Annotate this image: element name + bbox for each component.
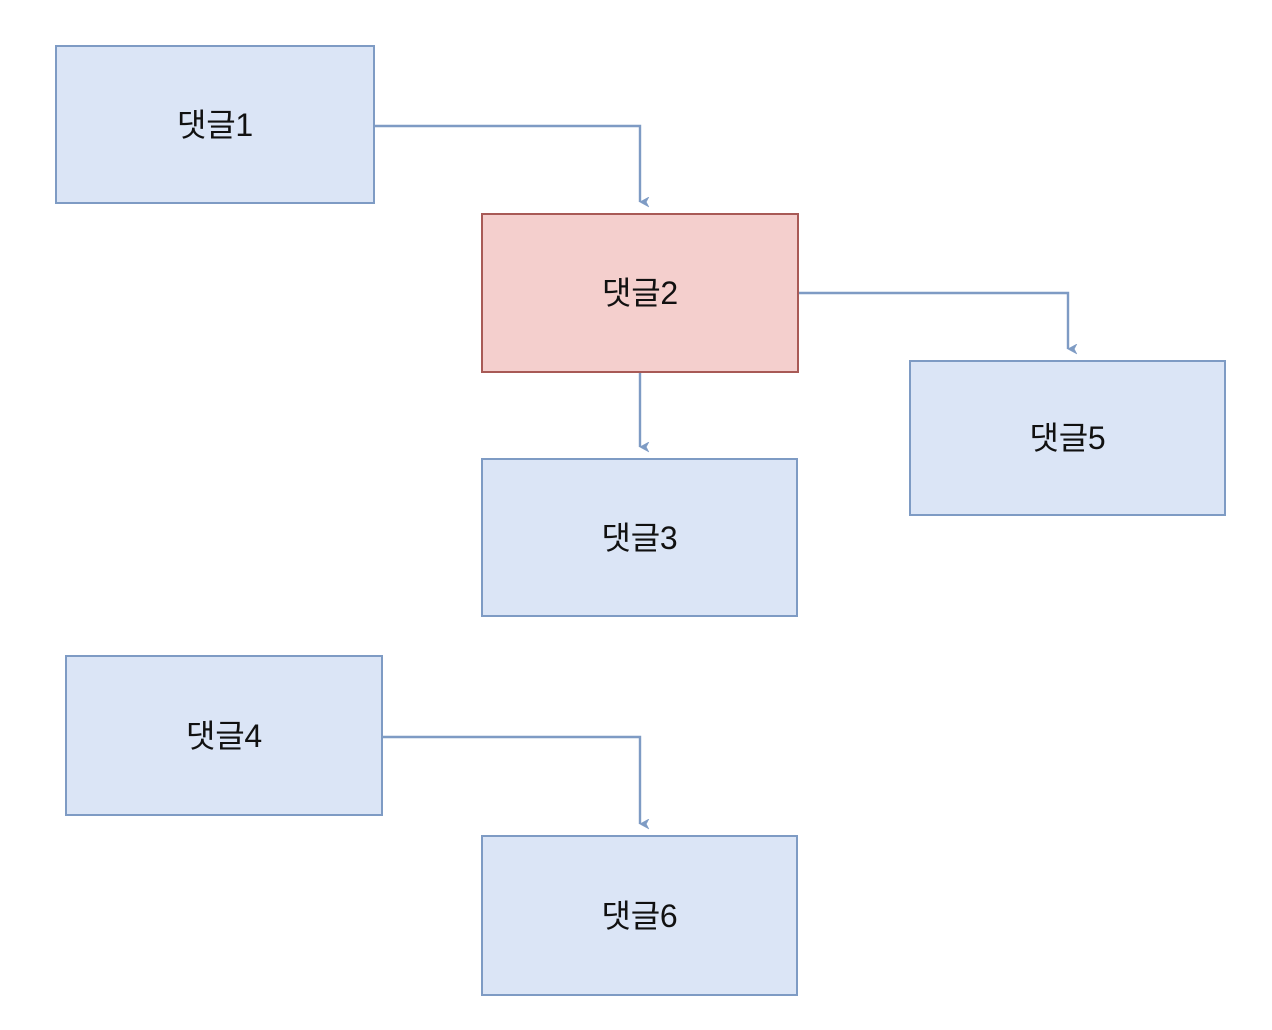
node-comment6[interactable]: 댓글6 — [481, 835, 798, 996]
node-comment2-label: 댓글2 — [601, 275, 679, 311]
node-comment2-highlighted[interactable]: 댓글2 — [481, 213, 799, 373]
edge-comment2-to-comment5 — [799, 291, 1078, 355]
node-comment5-label: 댓글5 — [1029, 420, 1106, 456]
node-comment5[interactable]: 댓글5 — [909, 360, 1226, 516]
node-comment3[interactable]: 댓글3 — [481, 458, 798, 617]
edge-comment4-to-comment6 — [383, 735, 650, 830]
edge-comment1-to-comment2 — [375, 124, 650, 208]
node-comment6-label: 댓글6 — [601, 897, 678, 934]
node-comment3-label: 댓글3 — [601, 519, 678, 556]
node-comment4-label: 댓글4 — [185, 717, 263, 754]
node-comment4[interactable]: 댓글4 — [65, 655, 383, 816]
node-comment1[interactable]: 댓글1 — [55, 45, 375, 204]
node-comment1-label: 댓글1 — [176, 106, 254, 143]
